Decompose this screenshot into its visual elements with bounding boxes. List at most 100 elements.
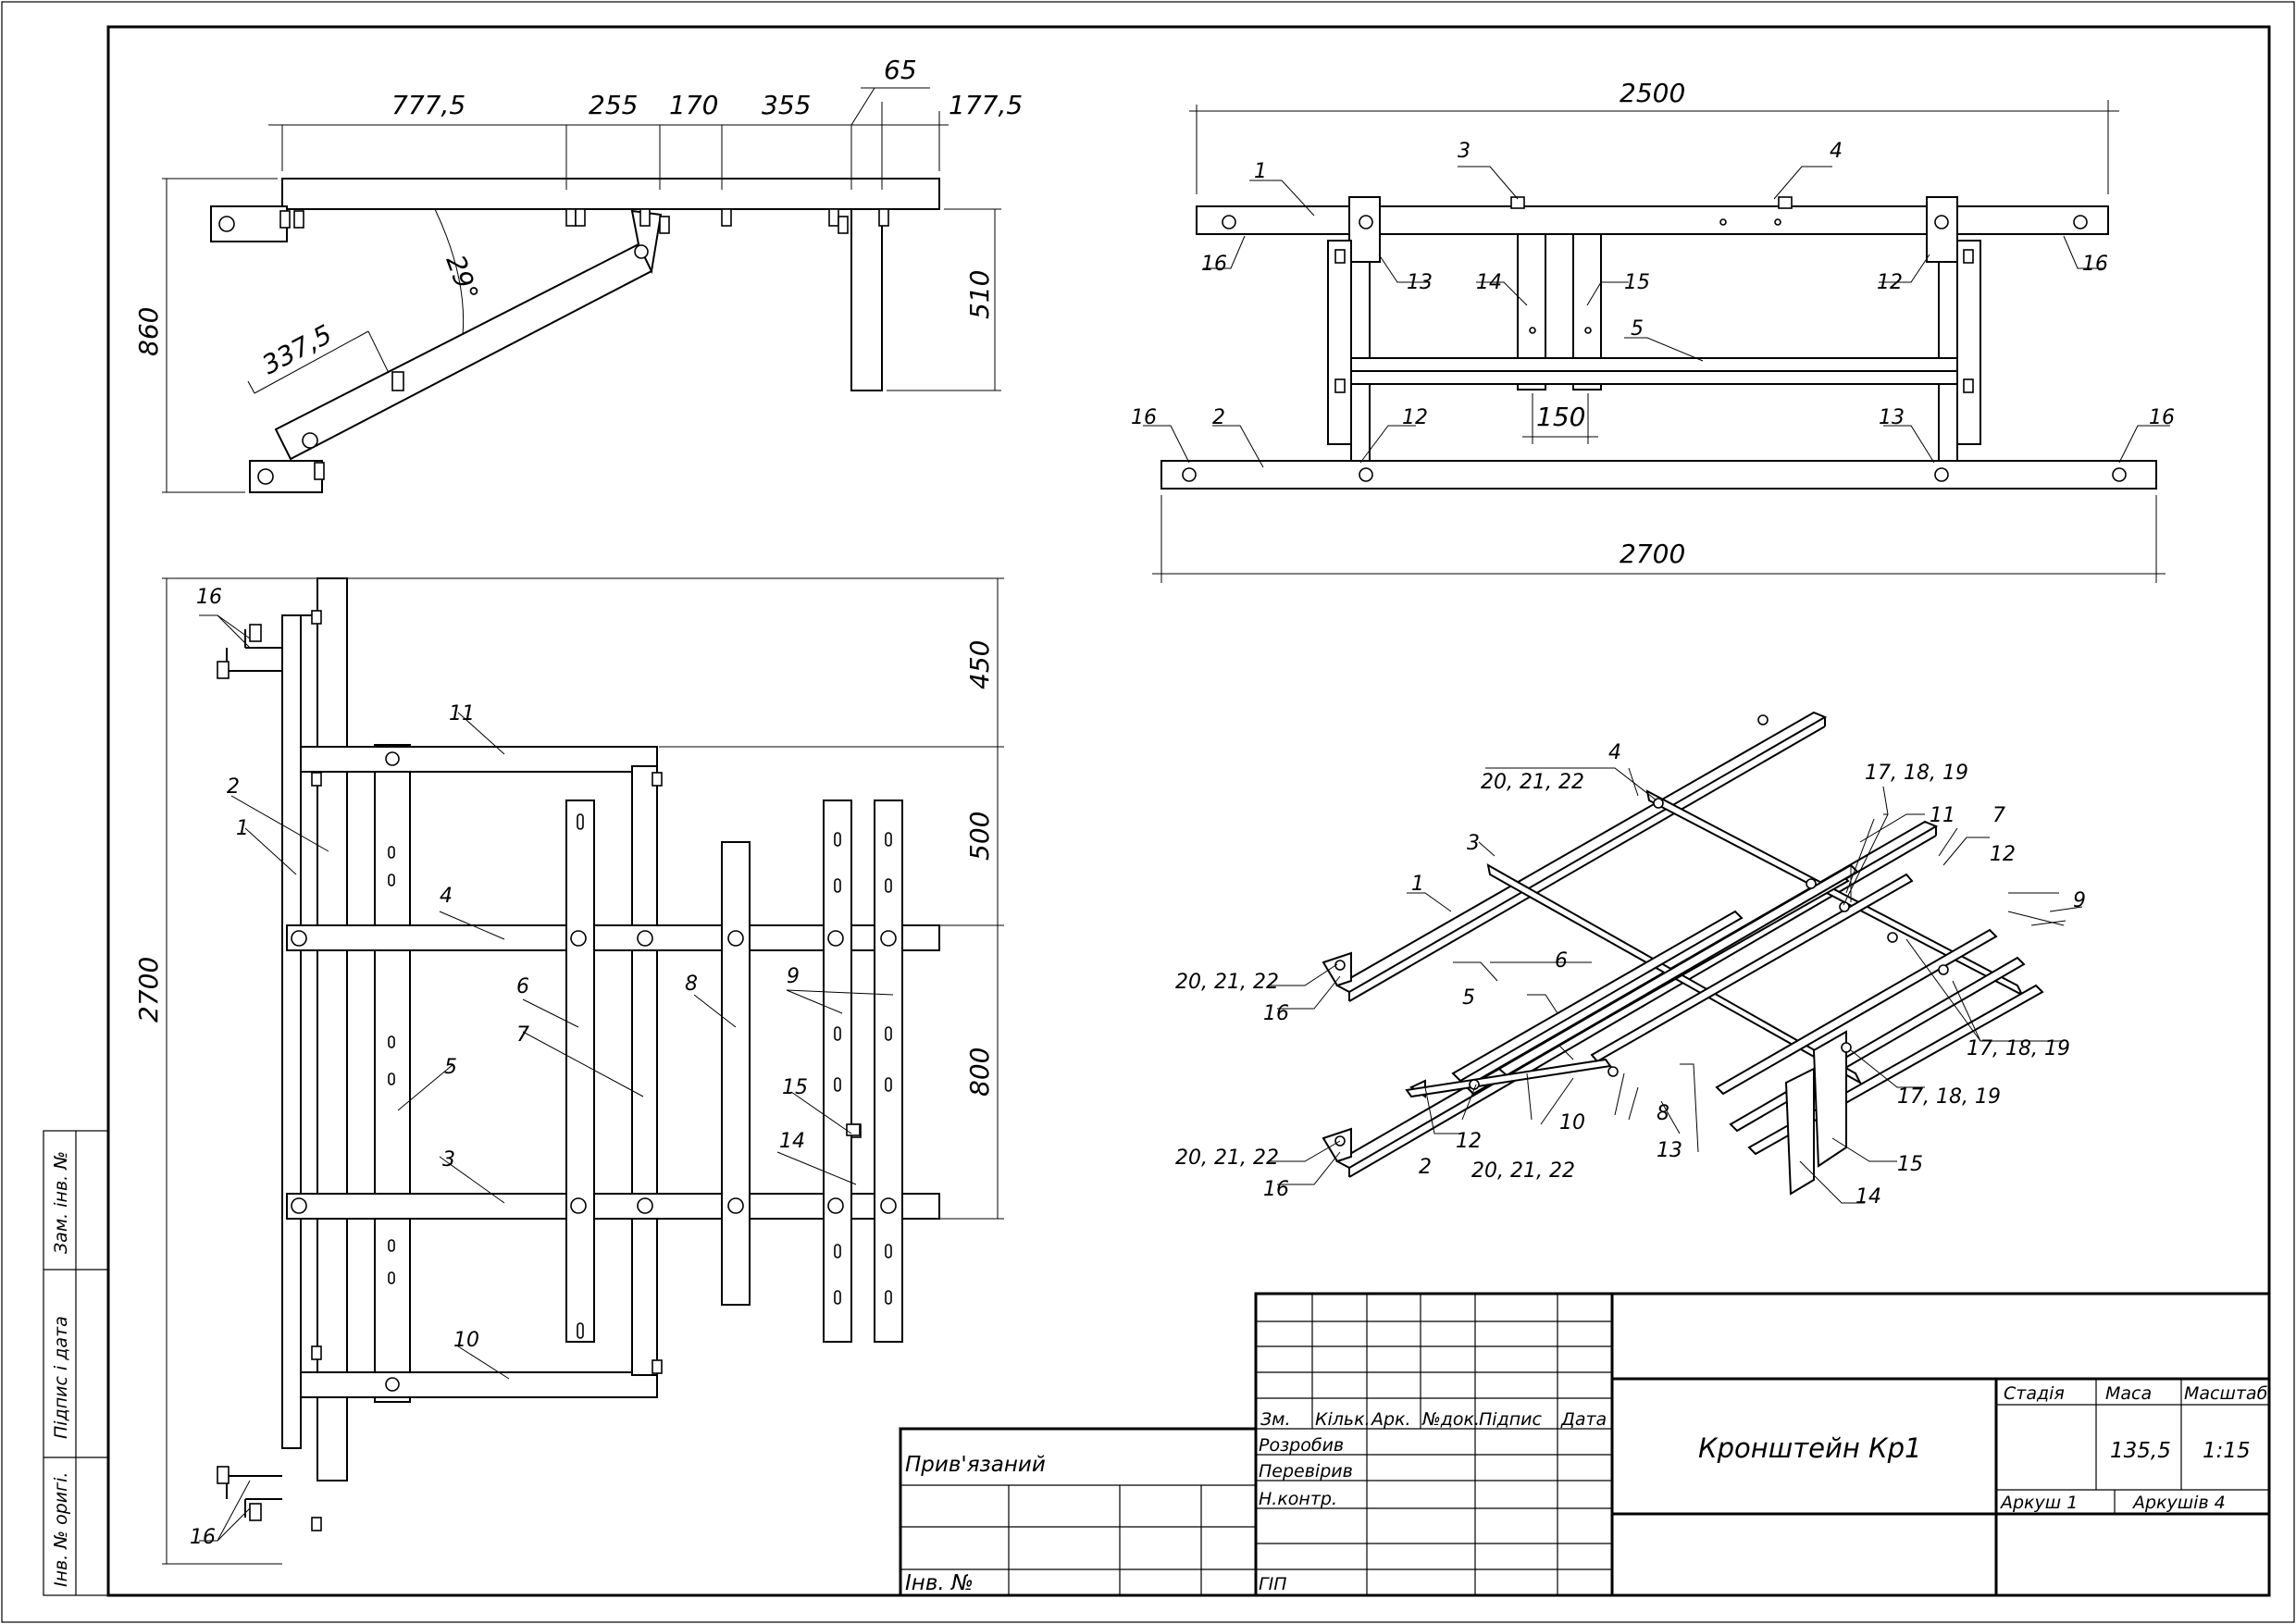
label: 17, 18, 19 [1967, 1037, 2070, 1060]
label: 14 [779, 1130, 805, 1153]
tb-col-sheet: Арк. [1370, 1409, 1411, 1430]
tb-col-doc: №док. [1421, 1409, 1480, 1430]
tb-col-zm: Зм. [1260, 1409, 1291, 1430]
side-dim-170: 170 [669, 90, 718, 120]
tb-title: Кронштейн Кр1 [1698, 1432, 1921, 1464]
label: 6 [1555, 949, 1568, 973]
label: 2 [1419, 1156, 1432, 1179]
label: 10 [1559, 1111, 1585, 1134]
label: 13 [1879, 406, 1905, 429]
tb-sheets: Аркушів 4 [2131, 1493, 2226, 1513]
front-dim-2500: 2500 [1620, 78, 1685, 108]
label: 10 [453, 1329, 479, 1352]
front-dim-150: 150 [1536, 402, 1585, 432]
label: 16 [190, 1526, 216, 1549]
side-dim-860: 860 [133, 307, 164, 356]
label: 16 [196, 586, 222, 609]
isometric-view [1268, 711, 2083, 1204]
side-dim-177: 177,5 [949, 90, 1023, 120]
tb-stage-hdr: Стадія [2004, 1383, 2065, 1404]
front-dim-2700: 2700 [1620, 539, 1685, 569]
title-block [899, 1292, 2271, 1597]
label: 1 [1411, 873, 1424, 896]
plan-bar-11 [300, 746, 658, 773]
label: 5 [1462, 986, 1475, 1010]
label: 13 [1657, 1139, 1682, 1162]
label: 12 [1877, 271, 1903, 294]
label: 4 [1608, 741, 1621, 764]
label: 7 [1992, 804, 2005, 827]
plan-bar-10 [300, 1371, 658, 1398]
plan-dim-450: 450 [964, 640, 995, 689]
label: 16 [1263, 1178, 1289, 1201]
side-dim-337: 337,5 [257, 318, 337, 380]
label: 16 [1263, 1002, 1289, 1025]
side-dim-355: 355 [762, 90, 811, 120]
label: 17, 18, 19 [1865, 762, 1968, 785]
tb-mass: 135,5 [2110, 1439, 2171, 1463]
label: 17, 18, 19 [1897, 1085, 2001, 1109]
label: 16 [1131, 406, 1157, 429]
tb-col-date: Дата [1560, 1409, 1607, 1430]
tb-scale-hdr: Масштаб [2184, 1383, 2268, 1404]
tb-role-developed: Розробив [1259, 1435, 1344, 1456]
label: 15 [782, 1076, 808, 1099]
label: 15 [1624, 271, 1650, 294]
tb-mass-hdr: Маса [2105, 1383, 2152, 1404]
stamp-inv-replace: Зам. інв. № [51, 1151, 71, 1254]
plan-dim-800: 800 [964, 1048, 995, 1097]
label: 2 [1212, 406, 1225, 429]
side-dim-255: 255 [589, 90, 638, 120]
label: 16 [1201, 253, 1227, 276]
front-view [1143, 100, 2170, 583]
tb-role-checked: Перевірив [1259, 1461, 1353, 1481]
tb-role-gip: ГІП [1259, 1574, 1286, 1594]
side-top-beam [281, 178, 940, 210]
label: 7 [516, 1023, 529, 1047]
label: 14 [1855, 1185, 1881, 1209]
iso-beam-4 [1645, 789, 2025, 998]
tb-col-sign: Підпис [1479, 1409, 1542, 1430]
plan-dim-500: 500 [964, 812, 995, 861]
plan-view [162, 577, 1004, 1565]
label: 12 [1402, 406, 1428, 429]
label: 8 [1657, 1102, 1669, 1125]
label: 20, 21, 22 [1175, 971, 1279, 994]
tb-col-qty: Кільк. [1315, 1409, 1371, 1430]
label: 11 [449, 702, 475, 725]
tb-linked: Прив'язаний [905, 1453, 1046, 1477]
stamp-sign-date: Підпис і дата [51, 1316, 71, 1439]
tb-sheet: Аркуш 1 [1999, 1493, 2078, 1513]
label: 16 [2149, 406, 2175, 429]
plan-beam-1 [281, 614, 302, 1449]
label: 20, 21, 22 [1471, 1159, 1575, 1183]
label: 13 [1407, 271, 1433, 294]
label: 20, 21, 22 [1175, 1147, 1279, 1170]
side-dim-777: 777,5 [391, 90, 465, 120]
side-stamp [43, 1130, 109, 1596]
label: 9 [787, 965, 800, 988]
label: 11 [1930, 804, 1955, 827]
label: 5 [1631, 317, 1644, 341]
plan-bar-7 [631, 765, 658, 1376]
label: 12 [1990, 843, 2016, 866]
label: 12 [1456, 1130, 1482, 1153]
label: 3 [1458, 140, 1471, 163]
label: 1 [1254, 160, 1267, 183]
label: 1 [236, 817, 249, 840]
stamp-inv-orig: Інв. № оригі. [51, 1472, 71, 1587]
side-dim-510: 510 [964, 270, 995, 319]
label: 8 [685, 973, 698, 996]
beam-1 [1196, 205, 2109, 235]
side-angle: 29° [440, 251, 484, 304]
tb-inv-no: Інв. № [905, 1571, 974, 1595]
label: 3 [1467, 832, 1480, 855]
label: 15 [1897, 1153, 1923, 1176]
label: 14 [1476, 271, 1502, 294]
plan-beam-2 [316, 577, 348, 1481]
label: 16 [2082, 253, 2108, 276]
beam-2 [1160, 460, 2157, 490]
side-post [850, 208, 883, 391]
